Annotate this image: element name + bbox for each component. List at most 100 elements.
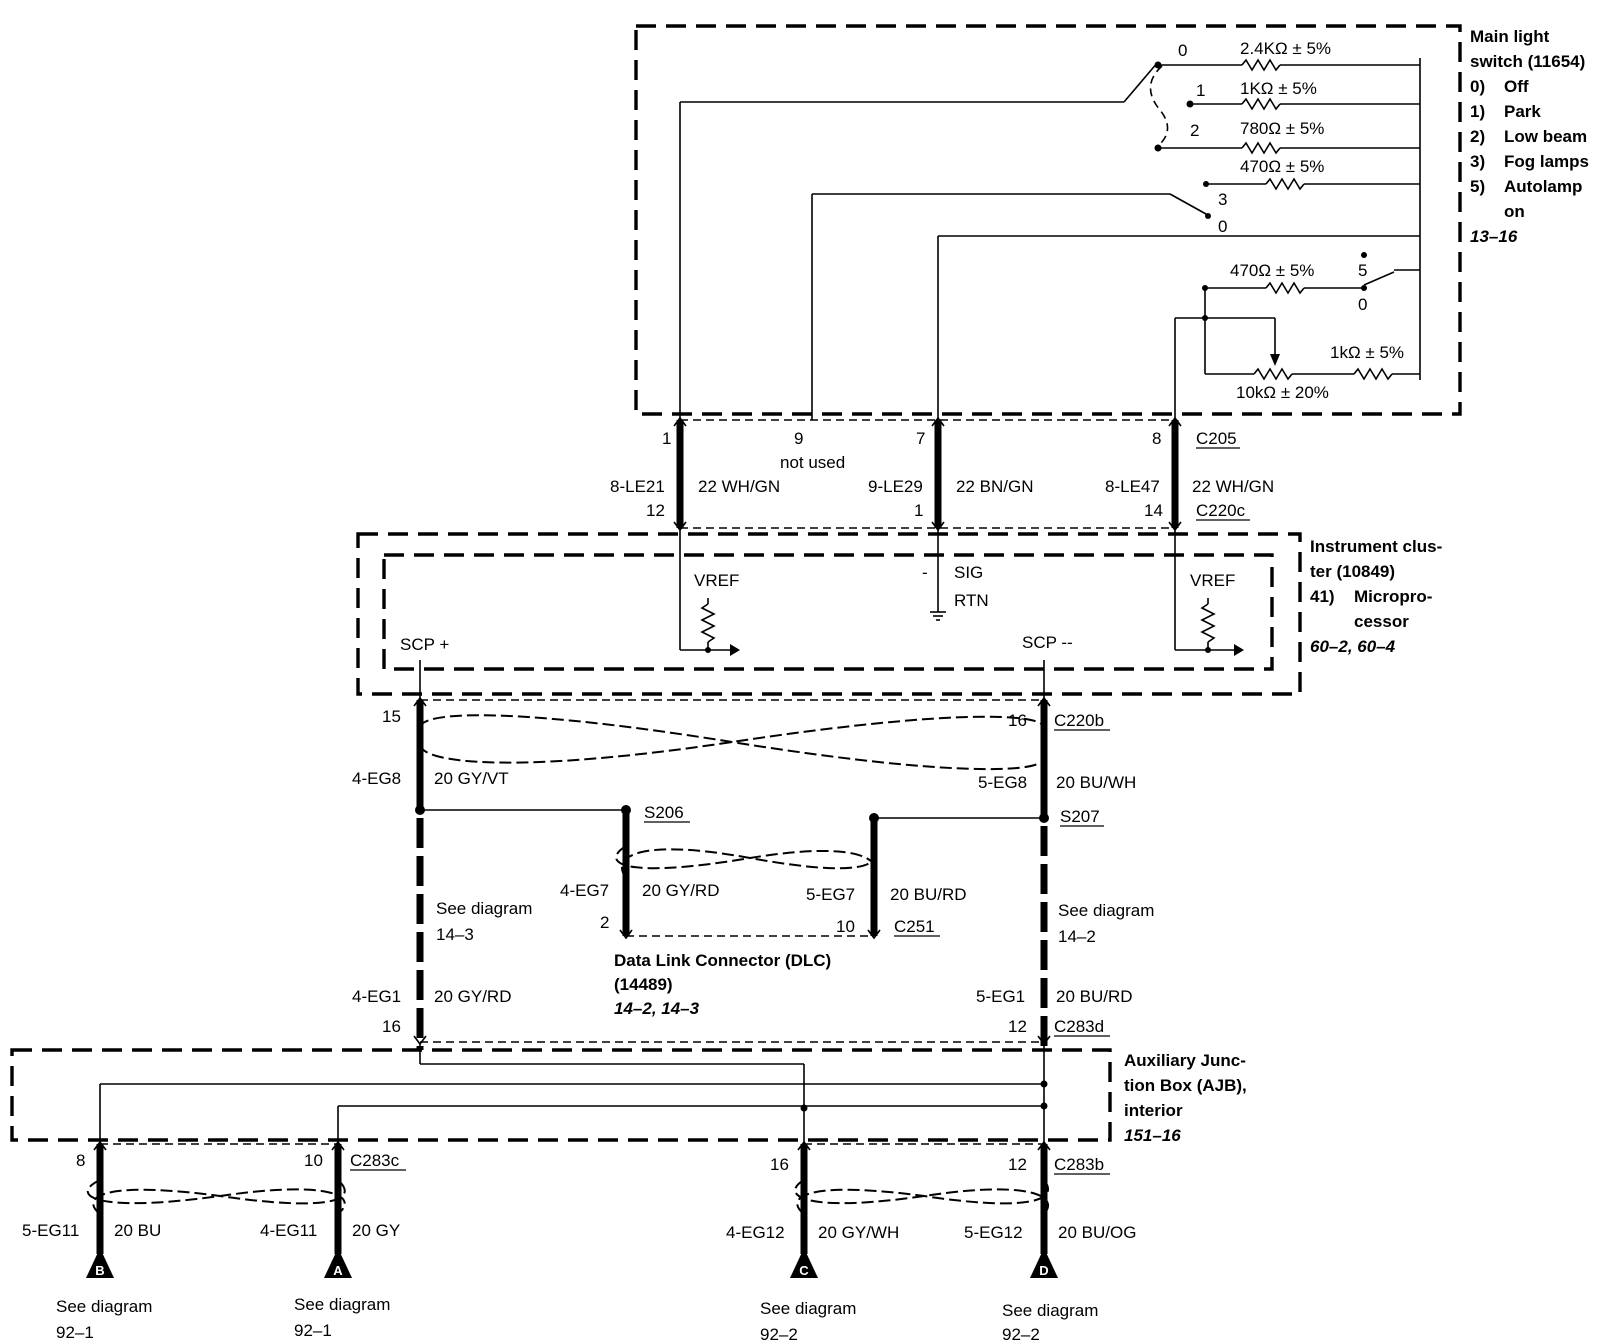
twisted-pair-eg8-b [419, 715, 1045, 764]
c220c-name: C220c [1196, 501, 1246, 520]
dlc-pin2: 2 [600, 913, 609, 932]
switch3-pos5: 5 [1358, 261, 1367, 280]
eg12-d-circuit: 5-EG12 [964, 1223, 1023, 1242]
see-diagram-c-1: See diagram [760, 1299, 856, 1318]
resistor-row-1 [1190, 97, 1420, 111]
terminal-d-label: D [1039, 1263, 1048, 1278]
c283c-name: C283c [350, 1151, 400, 1170]
scp-minus-label: SCP -- [1022, 633, 1073, 652]
c220b-arrow-left [413, 696, 427, 707]
switch1-pos2: 2 [1190, 121, 1199, 140]
legend-pos2-num: 2) [1470, 127, 1485, 146]
ajb-internal-wiring [99, 1044, 1048, 1144]
c220b-pin16: 16 [1008, 711, 1027, 730]
dlc-arrow-left [619, 929, 633, 940]
dlc-pin10: 10 [836, 917, 855, 936]
terminal-c: C [790, 1248, 818, 1278]
twisted-pair-eg11-a [86, 1179, 346, 1215]
sig-rtn-circuit [930, 528, 946, 621]
microprocessor-box [382, 553, 1274, 671]
wire-le47-circuit: 8-LE47 [1105, 477, 1160, 496]
s207-label: S207 [1060, 807, 1100, 826]
eg11-b-circuit: 5-EG11 [22, 1221, 79, 1240]
c251-name: C251 [894, 917, 935, 936]
eg8-right-circuit: 5-EG8 [978, 773, 1027, 792]
see-diagram-c-2: 92–2 [760, 1325, 798, 1344]
resistor-label-3: 780Ω ± 5% [1240, 119, 1324, 138]
s206-label: S206 [644, 803, 684, 822]
terminal-b-label: B [95, 1263, 104, 1278]
dlc-title: Data Link Connector (DLC) [614, 951, 831, 970]
eg11-b-gauge: 20 BU [114, 1221, 161, 1240]
c220c-pin14: 14 [1144, 501, 1163, 520]
wire-le47-gauge: 22 WH/GN [1192, 477, 1274, 496]
twisted-pair-eg8-a [419, 714, 1045, 771]
c220c-pin1: 1 [914, 501, 923, 520]
resistor-row-0 [1158, 58, 1420, 72]
c205-not-used: not used [780, 453, 845, 472]
legend-pos3-label: Fog lamps [1504, 152, 1589, 171]
dlc-num: (14489) [614, 975, 673, 994]
resistor-label-4: 470Ω ± 5% [1240, 157, 1324, 176]
legend-pos2-label: Low beam [1504, 127, 1587, 146]
c283b-name: C283b [1054, 1155, 1104, 1174]
sig-minus: - [922, 563, 928, 582]
eg11-a-circuit: 4-EG11 [260, 1221, 317, 1240]
legend-pos0-label: Off [1504, 77, 1529, 96]
twisted-pair-eg12-a [794, 1179, 1049, 1215]
eg12-c-gauge: 20 GY/WH [818, 1223, 899, 1242]
ajb-title-1: Auxiliary Junc- [1124, 1051, 1246, 1070]
vref-left-circuit [679, 528, 740, 656]
c283c-pin10: 10 [304, 1151, 323, 1170]
wire-le21-circuit: 8-LE21 [610, 477, 665, 496]
vref-left-label: VREF [694, 571, 739, 590]
c220c-pin12: 12 [646, 501, 665, 520]
switch2-pos3: 3 [1218, 190, 1227, 209]
potentiometer-network [1175, 285, 1420, 381]
see-diagram-a-2: 92–1 [294, 1321, 332, 1340]
terminal-d: D [1030, 1248, 1058, 1278]
dlc-arrow-right [867, 929, 881, 940]
main-switch-ref: 13–16 [1470, 227, 1518, 246]
c220b-arrow-right [1037, 696, 1051, 707]
wire-le29-circuit: 9-LE29 [868, 477, 923, 496]
eg11-a-gauge: 20 GY [352, 1221, 400, 1240]
ajb-title-3: interior [1124, 1101, 1183, 1120]
cluster-sub-1: Micropro- [1354, 587, 1432, 606]
see-diagram-a-1: See diagram [294, 1295, 390, 1314]
dlc-right-circuit: 5-EG7 [806, 885, 855, 904]
wire-le29-gauge: 22 BN/GN [956, 477, 1033, 496]
terminal-a: A [324, 1248, 352, 1278]
twisted-pair-eg11-b [92, 1179, 346, 1215]
eg8-left-circuit: 4-EG8 [352, 769, 401, 788]
ajb-ref: 151–16 [1124, 1126, 1181, 1145]
cluster-title-2: ter (10849) [1310, 562, 1395, 581]
bottom-connector-arrows [93, 1140, 1051, 1151]
eg1-right-gauge: 20 BU/RD [1056, 987, 1133, 1006]
c283b-pin16: 16 [770, 1155, 789, 1174]
eg12-c-circuit: 4-EG12 [726, 1223, 785, 1242]
legend-pos5-num: 5) [1470, 177, 1485, 196]
see-diagram-mid-left-2: 14–3 [436, 925, 474, 944]
eg1-left-circuit: 4-EG1 [352, 987, 401, 1006]
legend-pos5-label: Autolamp [1504, 177, 1582, 196]
connector-arrows-top [673, 416, 1182, 532]
c205-pin8: 8 [1152, 429, 1161, 448]
legend-pos1-num: 1) [1470, 102, 1485, 121]
switch-2 [812, 181, 1211, 219]
ajb-box [10, 1048, 1112, 1142]
terminal-b: B [86, 1248, 114, 1278]
resistor-row-2 [1158, 141, 1420, 155]
eg8-right-gauge: 20 BU/WH [1056, 773, 1136, 792]
see-diagram-mid-right-1: See diagram [1058, 901, 1154, 920]
c283c-pin8: 8 [76, 1151, 85, 1170]
ajb-title-2: tion Box (AJB), [1124, 1076, 1247, 1095]
legend-pos0-num: 0) [1470, 77, 1485, 96]
resistor-row-3 [1208, 177, 1420, 191]
c205-pin9: 9 [794, 429, 803, 448]
eg1-pin16: 16 [382, 1017, 401, 1036]
eg8-left-gauge: 20 GY/VT [434, 769, 509, 788]
switch1-pos0: 0 [1178, 41, 1187, 60]
c205-pin7: 7 [916, 429, 925, 448]
main-light-switch-box [634, 24, 1462, 416]
